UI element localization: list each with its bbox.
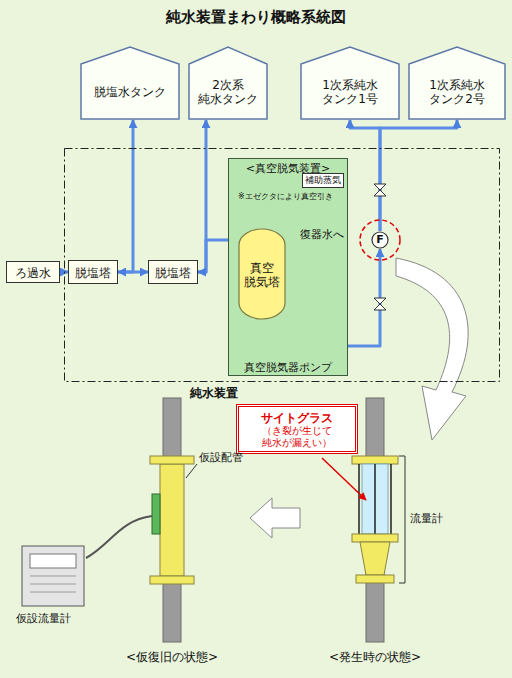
node-label: 脱塩塔: [75, 266, 111, 280]
tank-node: 脱塩水タンク: [80, 46, 180, 120]
tank-outline: [81, 47, 179, 119]
tank-node: 2次系 純水タンク: [188, 46, 268, 120]
frame-rods: [359, 464, 391, 534]
region-outline: [65, 149, 500, 382]
node-label: 1次系純水 タンク1号: [322, 78, 378, 107]
tower-box: 脱塩塔: [148, 260, 198, 284]
deaerator-unit: <真空脱気装置>真空 脱気塔補助蒸気: [228, 158, 348, 376]
valve-symbol: [374, 298, 386, 310]
zoom-arrow: [396, 258, 468, 440]
valve-symbol: [374, 184, 386, 196]
sensor-cable: [86, 516, 152, 558]
node-label: 真空 脱気塔: [244, 261, 280, 290]
tower-box: 脱塩塔: [68, 260, 118, 284]
equipment-region: 純水装置脱塩塔脱塩塔<真空脱気装置>真空 脱気塔補助蒸気F: [64, 148, 500, 382]
flange: [356, 575, 394, 583]
node-label: 補助蒸気: [305, 176, 341, 185]
meter-box: [22, 546, 84, 606]
part-label: 真空脱気器ポンプ: [244, 361, 332, 374]
node-label: 純水装置: [190, 386, 238, 400]
part-label: 復器水へ: [300, 228, 344, 241]
clamp-sensor: [152, 494, 160, 534]
highlight-circle: [360, 220, 400, 260]
node-label: サイトグラス: [261, 411, 333, 425]
part-label: <発生時の状態>: [329, 650, 421, 664]
unit-outline: [229, 159, 348, 376]
part-label: <仮復旧の状態>: [126, 650, 218, 664]
part-label: 仮設配管: [199, 451, 243, 464]
box-outline: [303, 174, 344, 188]
flow-meter-symbol: F: [371, 231, 389, 249]
node-label: 脱塩水タンク: [94, 85, 166, 99]
callout-box: サイトグラス（き裂が生じて 純水が漏えい）: [236, 404, 358, 454]
part-label: ※エゼクタにより真空引き: [238, 192, 333, 202]
source-box: ろ過水: [6, 261, 60, 283]
flange: [352, 456, 398, 464]
tank-node-outline: [80, 46, 180, 120]
tank-outline: [301, 47, 399, 119]
diagram-title: 純水装置まわり概略系統図: [0, 8, 512, 26]
node-label: F: [376, 233, 384, 246]
label-leader: [186, 464, 197, 478]
pipe-connector: [380, 120, 457, 231]
bracket: [399, 456, 405, 583]
flange: [150, 456, 194, 464]
tank-outline: [409, 47, 505, 119]
node-label: ろ過水: [15, 266, 51, 280]
tank-node: 1次系純水 タンク1号: [300, 46, 400, 120]
node-label: 1次系純水 タンク2号: [429, 78, 485, 107]
pipe-connector: [118, 120, 133, 272]
part-label: 仮設流量計: [16, 612, 71, 625]
box-outline: [7, 262, 60, 283]
temporary-pipe: [160, 464, 184, 576]
flange: [150, 576, 194, 584]
reducer: [360, 542, 390, 575]
pipe-connector: [198, 120, 206, 272]
steam-box: 補助蒸気: [302, 173, 344, 188]
restore-arrow: [250, 498, 300, 538]
pipe-connector: [350, 120, 380, 231]
callout-leader: [322, 458, 366, 500]
flange: [352, 534, 398, 542]
deaerator-vessel: 真空 脱気塔: [238, 228, 286, 320]
tank-node: 1次系純水 タンク2号: [408, 46, 506, 120]
vessel-outline: [239, 229, 285, 319]
meter-panel-lines: [30, 576, 76, 592]
meter-display: [30, 554, 76, 568]
node-label: 脱塩塔: [155, 266, 191, 280]
part-label: 流量計: [410, 512, 443, 525]
node-note: （き裂が生じて 純水が漏えい）: [262, 425, 332, 449]
meter-circle: [372, 232, 388, 248]
tank-outline: [189, 47, 267, 119]
box-outline: [69, 261, 118, 284]
box-outline: [149, 261, 198, 284]
node-label: 2次系 純水タンク: [198, 78, 258, 107]
